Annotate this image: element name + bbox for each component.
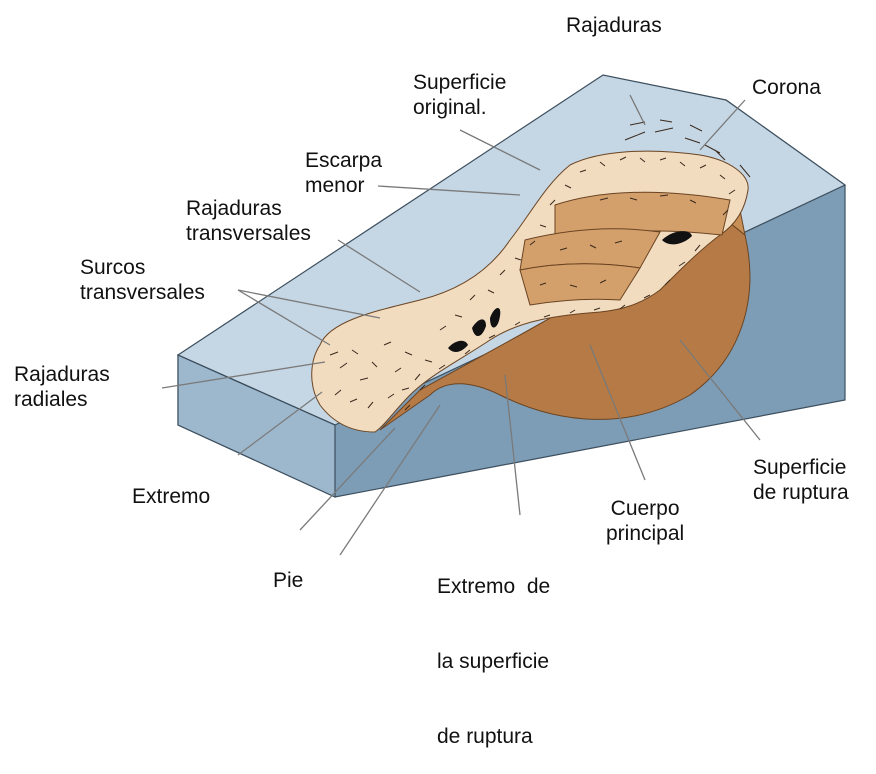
- label-extremo: Extremo: [132, 484, 210, 509]
- label-surcos-transversales: Surcos transversales: [80, 255, 205, 305]
- label-pie: Pie: [273, 568, 303, 593]
- label-superficie-de-ruptura: Superficie de ruptura: [753, 455, 849, 505]
- label-cuerpo-principal: Cuerpo principal: [606, 496, 684, 546]
- label-escarpa-menor: Escarpa menor: [305, 148, 382, 198]
- label-rajaduras-transversales: Rajaduras transversales: [186, 196, 311, 246]
- label-rajaduras-radiales: Rajaduras radiales: [14, 362, 110, 412]
- label-rajaduras-top: Rajaduras: [566, 13, 662, 38]
- label-corona: Corona: [752, 75, 821, 100]
- label-superficie-original: Superficie original.: [413, 70, 506, 120]
- label-extremo-superficie-ruptura: Extremo de la superficie de ruptura: [437, 524, 550, 774]
